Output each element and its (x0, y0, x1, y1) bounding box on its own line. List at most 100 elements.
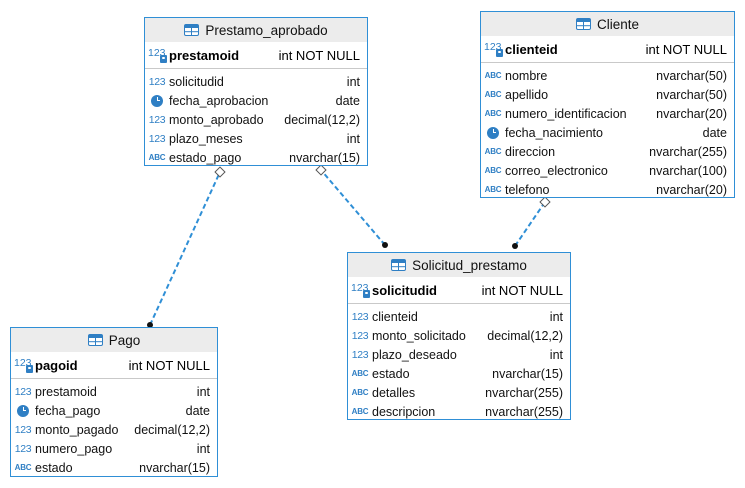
column-type: date (335, 93, 360, 108)
column-name: estado_pago (169, 150, 242, 165)
column-type: decimal(12,2) (284, 112, 360, 127)
relationship-line[interactable] (149, 171, 221, 326)
column-type: nvarchar(20) (656, 106, 727, 121)
relationship-line[interactable] (514, 201, 546, 247)
column-type: nvarchar(100) (649, 163, 727, 178)
column-name: fecha_pago (35, 403, 101, 418)
column-name: numero_pago (35, 441, 113, 456)
column-name: apellido (505, 87, 549, 102)
numeric-icon: 123 (14, 442, 32, 455)
text-icon: ABC (351, 407, 369, 416)
column-type: nvarchar(50) (656, 68, 727, 83)
entity-prestamo-aprobado[interactable]: Prestamo_aprobado 123 prestamoid int NOT… (144, 17, 368, 166)
column-row[interactable]: fecha_pago date (11, 401, 217, 420)
entity-header[interactable]: Cliente (481, 12, 734, 36)
column-type: decimal(12,2) (487, 328, 563, 343)
entity-solicitud-prestamo[interactable]: Solicitud_prestamo 123 solicitudid int N… (347, 252, 571, 420)
clock-icon (484, 126, 502, 139)
many-end-marker (382, 242, 388, 248)
column-type: date (185, 403, 210, 418)
text-icon: ABC (484, 166, 502, 175)
column-name: monto_solicitado (372, 328, 466, 343)
entity-header[interactable]: Pago (11, 328, 217, 352)
numeric-icon: 123 (148, 113, 166, 126)
numeric-icon: 123 (351, 329, 369, 342)
entity-header[interactable]: Prestamo_aprobado (145, 18, 367, 42)
pk-row[interactable]: 123 pagoid int NOT NULL (11, 352, 217, 379)
text-icon: ABC (351, 388, 369, 397)
table-icon (184, 24, 200, 36)
column-name: prestamoid (169, 47, 240, 63)
numeric-key-icon: 123 (484, 41, 503, 57)
column-name: monto_aprobado (169, 112, 264, 127)
clock-icon (14, 404, 32, 417)
column-type: int (196, 384, 210, 399)
column-name: pagoid (35, 357, 78, 373)
entity-header[interactable]: Solicitud_prestamo (348, 253, 570, 277)
numeric-icon: 123 (14, 385, 32, 398)
entity-title: Solicitud_prestamo (412, 257, 527, 273)
one-end-marker (214, 166, 226, 178)
entity-title: Cliente (596, 16, 640, 32)
pk-row[interactable]: 123 prestamoid int NOT NULL (145, 42, 367, 69)
table-icon (575, 18, 591, 30)
column-name: plazo_meses (169, 131, 243, 146)
pk-row[interactable]: 123 solicitudid int NOT NULL (348, 277, 570, 304)
column-type: int NOT NULL (128, 357, 210, 373)
text-icon: ABC (148, 153, 166, 162)
column-type: decimal(12,2) (134, 422, 210, 437)
column-type: nvarchar(15) (139, 460, 210, 475)
column-name: telefono (505, 182, 550, 197)
column-name: solicitudid (169, 74, 224, 89)
column-type: nvarchar(50) (656, 87, 727, 102)
table-icon (391, 259, 407, 271)
pk-row[interactable]: 123 clienteid int NOT NULL (481, 36, 734, 63)
column-type: nvarchar(255) (485, 404, 563, 419)
numeric-key-icon: 123 (148, 47, 167, 63)
table-icon (87, 334, 103, 346)
column-type: nvarchar(15) (492, 366, 563, 381)
column-name: plazo_deseado (372, 347, 457, 362)
column-name: clienteid (372, 309, 418, 324)
numeric-icon: 123 (148, 75, 166, 88)
text-icon: ABC (484, 90, 502, 99)
text-icon: ABC (351, 369, 369, 378)
column-type: int (346, 131, 360, 146)
entity-title: Pago (108, 332, 141, 348)
relationship-line[interactable] (320, 169, 386, 246)
column-name: nombre (505, 68, 548, 83)
column-row[interactable]: fecha_aprobacion date (145, 91, 367, 110)
column-name: estado (372, 366, 410, 381)
column-name: detalles (372, 385, 416, 400)
numeric-key-icon: 123 (14, 357, 33, 373)
column-name: prestamoid (35, 384, 97, 399)
column-type: int (346, 74, 360, 89)
column-name: fecha_nacimiento (505, 125, 603, 140)
column-name: fecha_aprobacion (169, 93, 269, 108)
column-type: int NOT NULL (481, 282, 563, 298)
column-name: monto_pagado (35, 422, 119, 437)
